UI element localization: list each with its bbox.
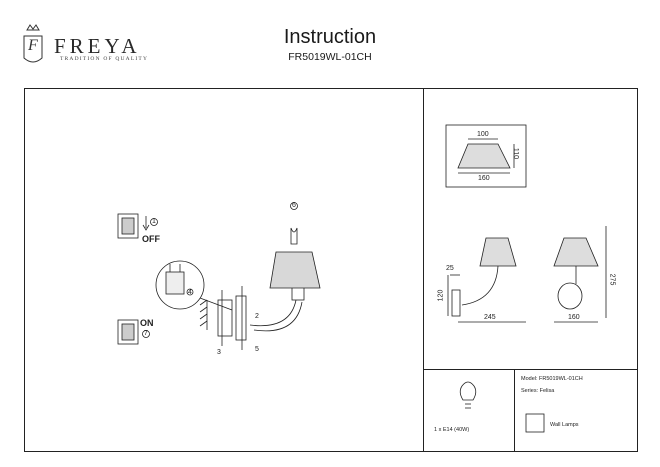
shade-bottom-dim: 160 bbox=[478, 175, 490, 182]
frame-divider bbox=[514, 369, 515, 452]
shade-height-dim: 110 bbox=[512, 147, 520, 160]
logo-letter: F bbox=[28, 37, 38, 54]
lamp-arm-drawing bbox=[249, 202, 321, 332]
frame-divider bbox=[423, 369, 638, 370]
brand-tagline: TRADITION OF QUALITY bbox=[60, 56, 149, 62]
model-number: FR5019WL-01CH bbox=[288, 51, 372, 63]
switch-on-icon bbox=[117, 319, 150, 345]
front-view-drawing bbox=[553, 226, 607, 323]
model-spec: Model: FR5019WL-01CH bbox=[521, 376, 583, 382]
front-width-dim: 160 bbox=[568, 314, 580, 321]
step-6-label: 6 bbox=[292, 202, 296, 209]
category-label: Wall Lamps bbox=[550, 422, 579, 428]
switch-off-icon bbox=[117, 213, 158, 239]
backplate-height-dim: 120 bbox=[437, 289, 445, 302]
step-1-label: 1 bbox=[152, 218, 156, 225]
brand-name: FREYA bbox=[54, 34, 141, 58]
wall-offset-dim: 25 bbox=[446, 265, 454, 272]
shade-top-dim: 100 bbox=[477, 131, 489, 138]
step-2-label: 2 bbox=[255, 313, 259, 320]
side-view-drawing bbox=[447, 237, 526, 323]
series-spec: Series: Felisa bbox=[521, 388, 555, 394]
on-label: ON bbox=[140, 318, 154, 328]
step-7-label: 7 bbox=[144, 330, 148, 337]
wall-lamp-category-icon bbox=[525, 413, 545, 433]
total-height-dim: 275 bbox=[608, 273, 616, 286]
drawing-frame bbox=[24, 88, 638, 452]
frame-divider bbox=[423, 88, 424, 452]
depth-dim: 245 bbox=[484, 314, 496, 321]
shade-detail-box bbox=[445, 124, 527, 188]
step-4-label: 4 bbox=[188, 289, 192, 296]
bulb-spec: 1 x E14 (40W) bbox=[434, 427, 470, 433]
backplate-drawing bbox=[217, 286, 247, 350]
step-5-label: 5 bbox=[255, 346, 259, 353]
off-label: OFF bbox=[142, 234, 160, 244]
wall-hatch bbox=[199, 299, 208, 330]
detail-magnifier-icon bbox=[155, 260, 233, 311]
bulb-icon bbox=[459, 381, 477, 409]
step-3-label: 3 bbox=[217, 349, 221, 356]
page-title: Instruction bbox=[283, 26, 377, 48]
